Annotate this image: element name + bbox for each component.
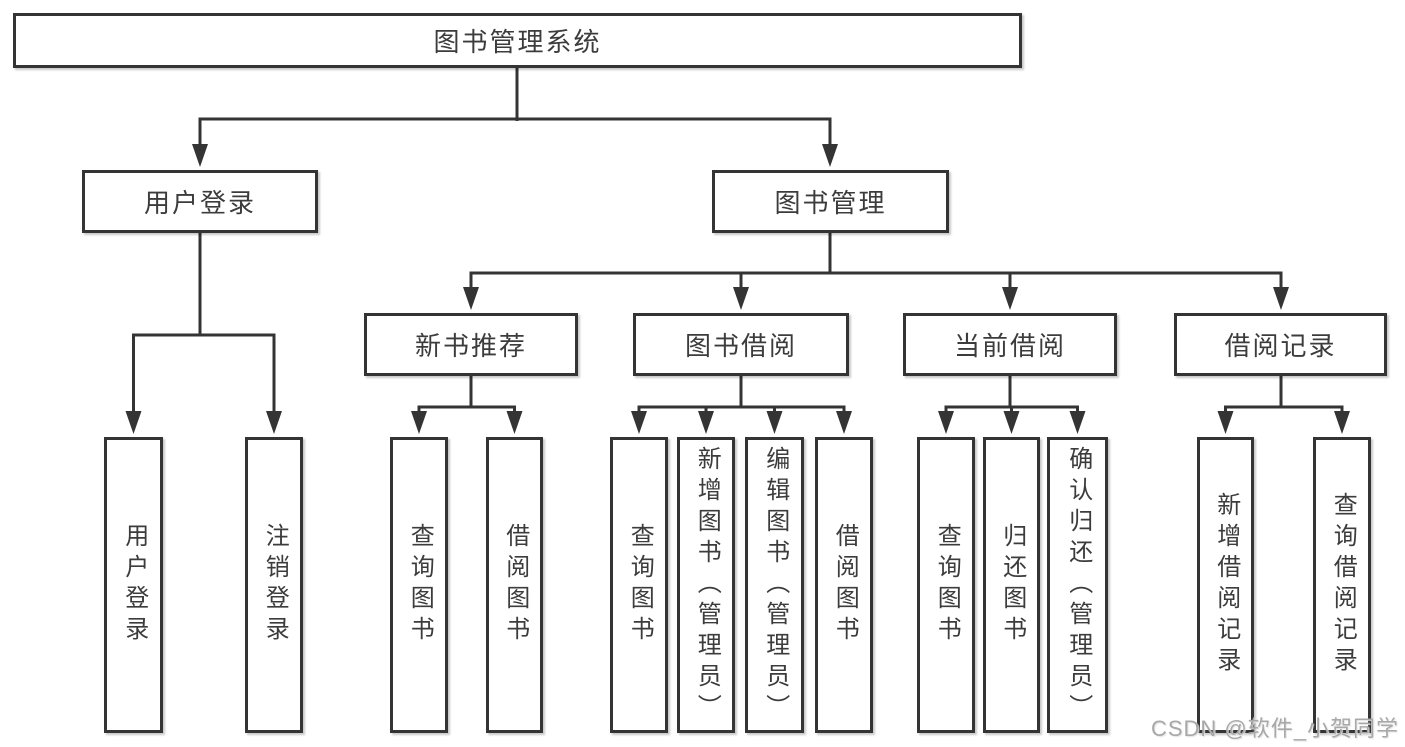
arrow-down-icon bbox=[938, 411, 954, 434]
arrow-down-icon bbox=[1334, 411, 1350, 434]
arrow-down-icon bbox=[836, 411, 852, 434]
leaf-add-books-admin: 新增图书（管理员） bbox=[677, 437, 735, 733]
arrow-down-icon bbox=[1003, 411, 1020, 434]
arrow-down-icon bbox=[631, 411, 647, 434]
node-user-login: 用户登录 bbox=[82, 170, 318, 233]
arrow-down-icon bbox=[266, 411, 282, 434]
leaf-edit-books-admin: 编辑图书（管理员） bbox=[745, 437, 804, 733]
leaf-logout: 注销登录 bbox=[245, 437, 303, 733]
arrow-down-icon bbox=[125, 411, 142, 434]
node-new-book-recommendation: 新书推荐 bbox=[364, 313, 578, 376]
leaf-add-borrow-record: 新增借阅记录 bbox=[1197, 437, 1254, 733]
arrow-down-icon bbox=[822, 144, 838, 167]
arrow-down-icon bbox=[1069, 411, 1086, 434]
leaf-confirm-return-admin: 确认归还（管理员） bbox=[1047, 437, 1108, 733]
arrowheads bbox=[125, 144, 1350, 434]
leaf-borrow-books-borrowing: 借阅图书 bbox=[815, 437, 873, 733]
leaf-query-books-current: 查询图书 bbox=[917, 437, 975, 733]
arrow-down-icon bbox=[1002, 287, 1018, 310]
arrow-down-icon bbox=[1273, 287, 1289, 310]
arrow-down-icon bbox=[766, 411, 783, 434]
node-borrowing-records: 借阅记录 bbox=[1174, 313, 1387, 376]
arrow-down-icon bbox=[463, 287, 479, 310]
node-book-management: 图书管理 bbox=[712, 170, 949, 233]
node-book-borrowing: 图书借阅 bbox=[633, 313, 849, 376]
leaf-query-books-recommend: 查询图书 bbox=[390, 437, 448, 733]
arrow-down-icon bbox=[411, 411, 427, 434]
leaf-query-borrow-record: 查询借阅记录 bbox=[1313, 437, 1371, 733]
node-library-management-system: 图书管理系统 bbox=[13, 13, 1022, 68]
arrow-down-icon bbox=[1217, 411, 1234, 434]
leaf-return-books: 归还图书 bbox=[983, 437, 1040, 733]
arrow-down-icon bbox=[733, 287, 749, 310]
leaf-query-books-borrowing: 查询图书 bbox=[610, 437, 668, 733]
arrow-down-icon bbox=[192, 144, 208, 167]
node-current-borrowing: 当前借阅 bbox=[903, 313, 1117, 376]
arrow-down-icon bbox=[506, 411, 523, 434]
leaf-borrow-books-recommend: 借阅图书 bbox=[486, 437, 543, 733]
leaf-user-login: 用户登录 bbox=[104, 437, 163, 733]
arrow-down-icon bbox=[698, 411, 714, 434]
csdn-watermark: CSDN @软件_小贺同学 bbox=[1150, 716, 1399, 741]
